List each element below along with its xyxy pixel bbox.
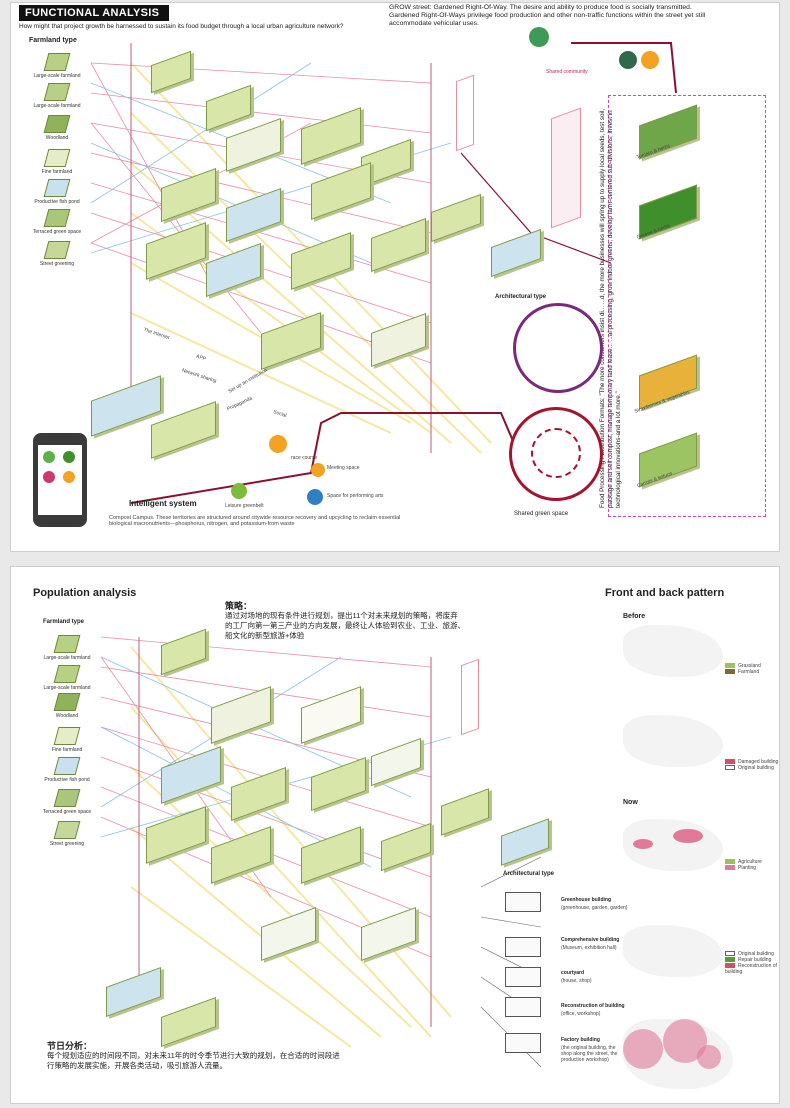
farmland-type-item: Productive fish pond [37,757,97,783]
farmland-type-item: Street greening [37,821,97,847]
app-icon [63,471,75,483]
festival-title: 节日分析： [47,1041,93,1051]
farmland-type-item: Woodland [37,693,97,719]
arch-item-name: Reconstruction of building [561,1003,625,1009]
shared-green-space-circle [509,407,603,501]
performing-arts-icon [307,489,323,505]
strategy-title: 策略： [225,601,253,611]
arch-item-sub: (greenhouse, garden, garden) [561,905,628,911]
intelligent-system-label: Intelligent system [129,499,197,508]
smartphone [33,433,87,527]
arch-item-sub: (office, workshop) [561,1011,601,1017]
legend: Original building Repair building Recons… [725,951,777,975]
architectural-type-circle [513,303,603,393]
planting-area [633,839,653,849]
arch-item-name: courtyard [561,970,585,976]
farmland-type-item: Fine farmland [37,727,97,753]
farmland-type-item: Street greening [27,241,87,267]
shared-green-space-label: Shared green space [514,511,569,517]
legend: Agriculture Planting [725,859,762,871]
app-icon [63,451,75,463]
farmland-type-item: Large-scale farmland [37,635,97,661]
farmland-type-item: Large-scale farmland [37,665,97,691]
compost-text: Compost Campus. These territories are st… [109,515,401,527]
food-processing-text: Food Processing / Distribution Formats: … [599,108,622,508]
farmland-type-item: Terraced green space [27,209,87,235]
activity-zone [623,1029,663,1069]
food-processing-panel [608,95,766,517]
farmland-type-item: Terraced green space [37,789,97,815]
factory-building-icon [505,1033,541,1053]
arch-item-name: Factory building [561,1037,600,1043]
app-icon [43,471,55,483]
meeting-space-label: Meeting space [327,465,360,471]
farmland-type-item: Productive fish pond [27,179,87,205]
now-label: Now [623,799,638,806]
farmland-type-item: Large-scale farmland [27,53,87,79]
festival-text: 每个规划适应的时间段不同，对未来11年的时令季节进行大致的规划，在合适的时间段进… [47,1051,340,1070]
farmland-type-item: Woodland [27,115,87,141]
race-course-label: race course [291,455,318,461]
arch-item-name: Greenhouse building [561,897,612,903]
now-map-activity [623,1019,733,1089]
arch-item-sub: (the original building, the shop along t… [561,1045,618,1063]
leisure-greenbelt-icon [231,483,247,499]
race-course-icon [269,435,287,453]
shared-community-label: Shared community [546,69,588,75]
activity-zone [697,1045,721,1069]
farmland-type-title: Farmland type [43,619,85,625]
legend: Grassland Farmland [725,663,761,675]
meeting-space-icon [311,463,325,477]
planting-area [673,829,703,843]
arch-item-sub: (Museum, exhibition hall) [561,945,617,951]
courtyard-icon [505,967,541,987]
population-analysis-title: Population analysis [33,587,137,599]
app-icon [43,451,55,463]
population-analysis-panel: Population analysis 策略： 通过对场地的现有条件进行规划，提… [10,566,780,1104]
app-frame [461,658,479,736]
hand-icon [641,51,659,69]
farmland-type-item: Fine farmland [27,149,87,175]
farmland-type-item: Large-scale farmland [27,83,87,109]
greenhouse-building-icon [505,892,541,912]
strategy-text: 通过对场地的现有条件进行规划，提出11个对未来规划的策略，将废弃的工厂向第一第三… [225,611,465,640]
leisure-greenbelt-label: Leisure greenbelt [225,503,264,509]
greenery-ring [531,428,581,478]
question-text: How might that project growth be harness… [19,23,344,30]
grow-street-text: GROW street: Gardened Right-Of-Way. The … [389,4,706,27]
performing-arts-label: Space for performing arts [327,493,384,499]
comprehensive-building-icon [505,937,541,957]
deer-icon [619,51,637,69]
front-back-title: Front and back pattern [605,587,725,599]
now-map-buildings [623,925,723,977]
before-map-buildings [623,715,723,767]
before-map [623,625,723,677]
functional-analysis-panel: FUNCTIONAL ANALYSIS How might that proje… [10,2,780,552]
architectural-type-label: Architectural type [503,871,555,877]
farmland-type-title: Farmland type [29,37,77,44]
intelligent-panel [551,107,581,229]
architectural-type-label: Architectural type [495,294,547,300]
now-map [623,819,723,871]
arch-item-name: Comprehensive building [561,937,620,943]
legend: Damaged building Original building [725,759,778,771]
reconstruction-building-icon [505,997,541,1017]
shared-community-icon [529,27,549,47]
app-frame [456,74,474,152]
before-label: Before [623,613,646,620]
arch-item-sub: (house, shop) [561,978,592,984]
functional-analysis-badge: FUNCTIONAL ANALYSIS [19,5,170,21]
